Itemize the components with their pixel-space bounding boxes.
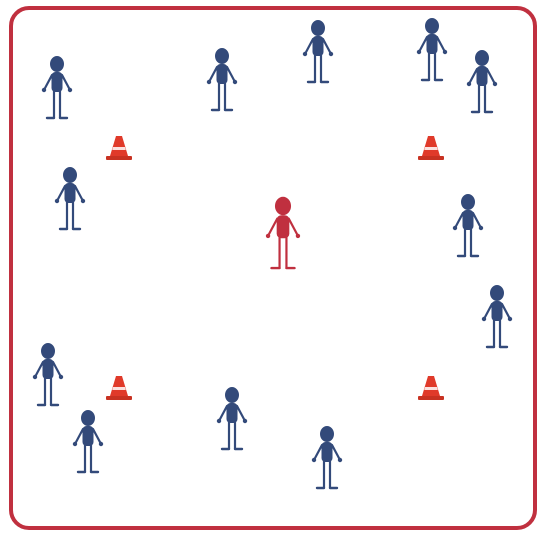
cone-base [106,396,132,400]
person-right-hand [479,226,483,230]
person-head [490,285,504,301]
cone-base [418,156,444,160]
person-right-hand [493,82,497,86]
cone-base [418,396,444,400]
person-head [311,20,325,36]
person-right-hand [68,88,72,92]
person-left-hand [417,50,421,54]
person-right-hand [329,52,333,56]
person-torso [227,403,238,423]
person-head [81,410,95,426]
person-head [41,343,55,359]
person-left-hand [207,80,211,84]
person-torso [477,66,488,86]
person-right-hand [233,80,237,84]
person-right-hand [296,234,300,238]
cone-stripe [424,147,438,150]
cone-stripe [424,387,438,390]
person-head [225,387,239,403]
person-torso [43,359,54,379]
person-head [320,426,334,442]
person-left-hand [73,442,77,446]
person-left-hand [55,199,59,203]
person-torso [463,210,474,230]
cone-stripe [112,387,126,390]
person-right-hand [59,375,63,379]
person-right-hand [508,317,512,321]
person-torso [65,183,76,203]
person-head [425,18,439,34]
person-left-hand [482,317,486,321]
person-torso [492,301,503,321]
person-torso [217,64,228,84]
person-head [475,50,489,66]
person-head [63,167,77,183]
person-torso [427,34,438,54]
person-right-hand [243,419,247,423]
person-torso [83,426,94,446]
person-torso [313,36,324,56]
person-left-hand [33,375,37,379]
person-left-hand [303,52,307,56]
person-head [461,194,475,210]
person-right-hand [99,442,103,446]
person-left-hand [42,88,46,92]
person-right-hand [81,199,85,203]
person-left-hand [312,458,316,462]
person-torso [52,72,63,92]
person-right-hand [443,50,447,54]
person-right-hand [338,458,342,462]
person-head [215,48,229,64]
cone-stripe [112,147,126,150]
person-left-hand [266,234,270,238]
person-left-hand [217,419,221,423]
person-left-hand [467,82,471,86]
cone-base [106,156,132,160]
person-head [50,56,64,72]
person-left-hand [453,226,457,230]
person-torso [322,442,333,462]
person-head [275,197,291,215]
person-torso [277,215,290,238]
